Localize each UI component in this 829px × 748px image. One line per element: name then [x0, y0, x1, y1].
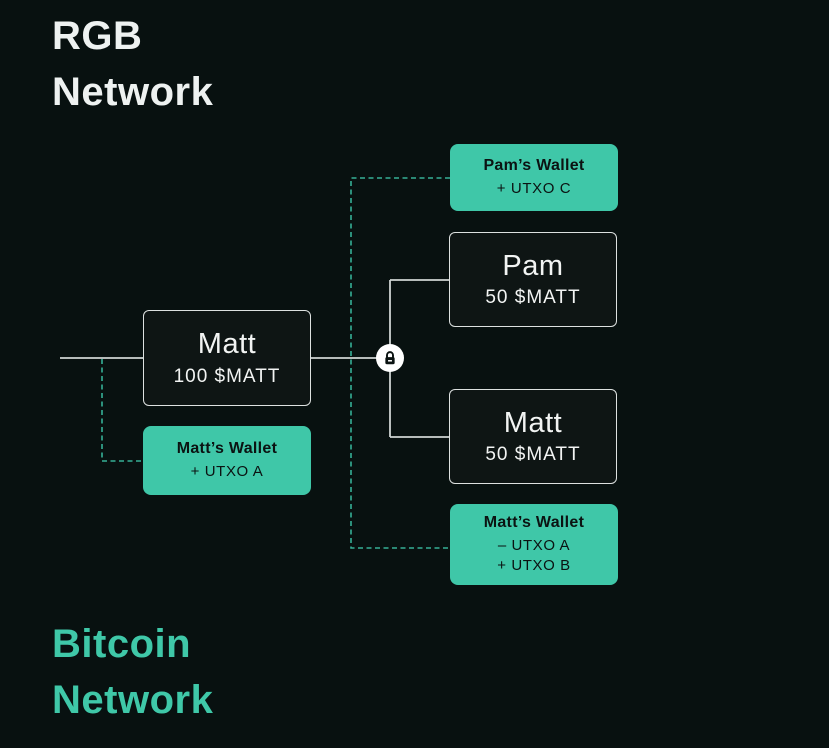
wallet-title: Pam’s Wallet [483, 156, 585, 174]
dashed-wire-matt-wallet-in [101, 359, 143, 462]
wallet-utxo-line: + UTXO A [190, 462, 264, 480]
wallet-utxo-line: + UTXO C [496, 179, 572, 197]
node-amount: 50 $MATT [485, 444, 581, 466]
node-name: Matt [503, 406, 563, 439]
node-name: Pam [502, 249, 564, 282]
node-amount: 100 $MATT [173, 365, 281, 387]
rgb-network-title: RGB Network [52, 14, 214, 114]
matt-wallet-out-node: Matt’s Wallet – UTXO A + UTXO B [450, 504, 618, 585]
matt-wallet-in-node: Matt’s Wallet + UTXO A [143, 426, 311, 495]
matt-main-node: Matt 100 $MATT [143, 310, 311, 406]
node-amount: 50 $MATT [485, 287, 581, 309]
wallet-title: Matt’s Wallet [483, 513, 585, 531]
matt-out-node: Matt 50 $MATT [449, 389, 617, 484]
bitcoin-network-title: Bitcoin Network [52, 622, 214, 722]
pam-wallet-node: Pam’s Wallet + UTXO C [450, 144, 618, 211]
node-name: Matt [197, 328, 257, 361]
wallet-title: Matt’s Wallet [176, 439, 278, 457]
wallet-utxo-line: – UTXO A [497, 536, 571, 554]
lock-icon [376, 344, 404, 372]
wallet-utxo-line: + UTXO B [497, 556, 571, 574]
pam-node: Pam 50 $MATT [449, 232, 617, 327]
